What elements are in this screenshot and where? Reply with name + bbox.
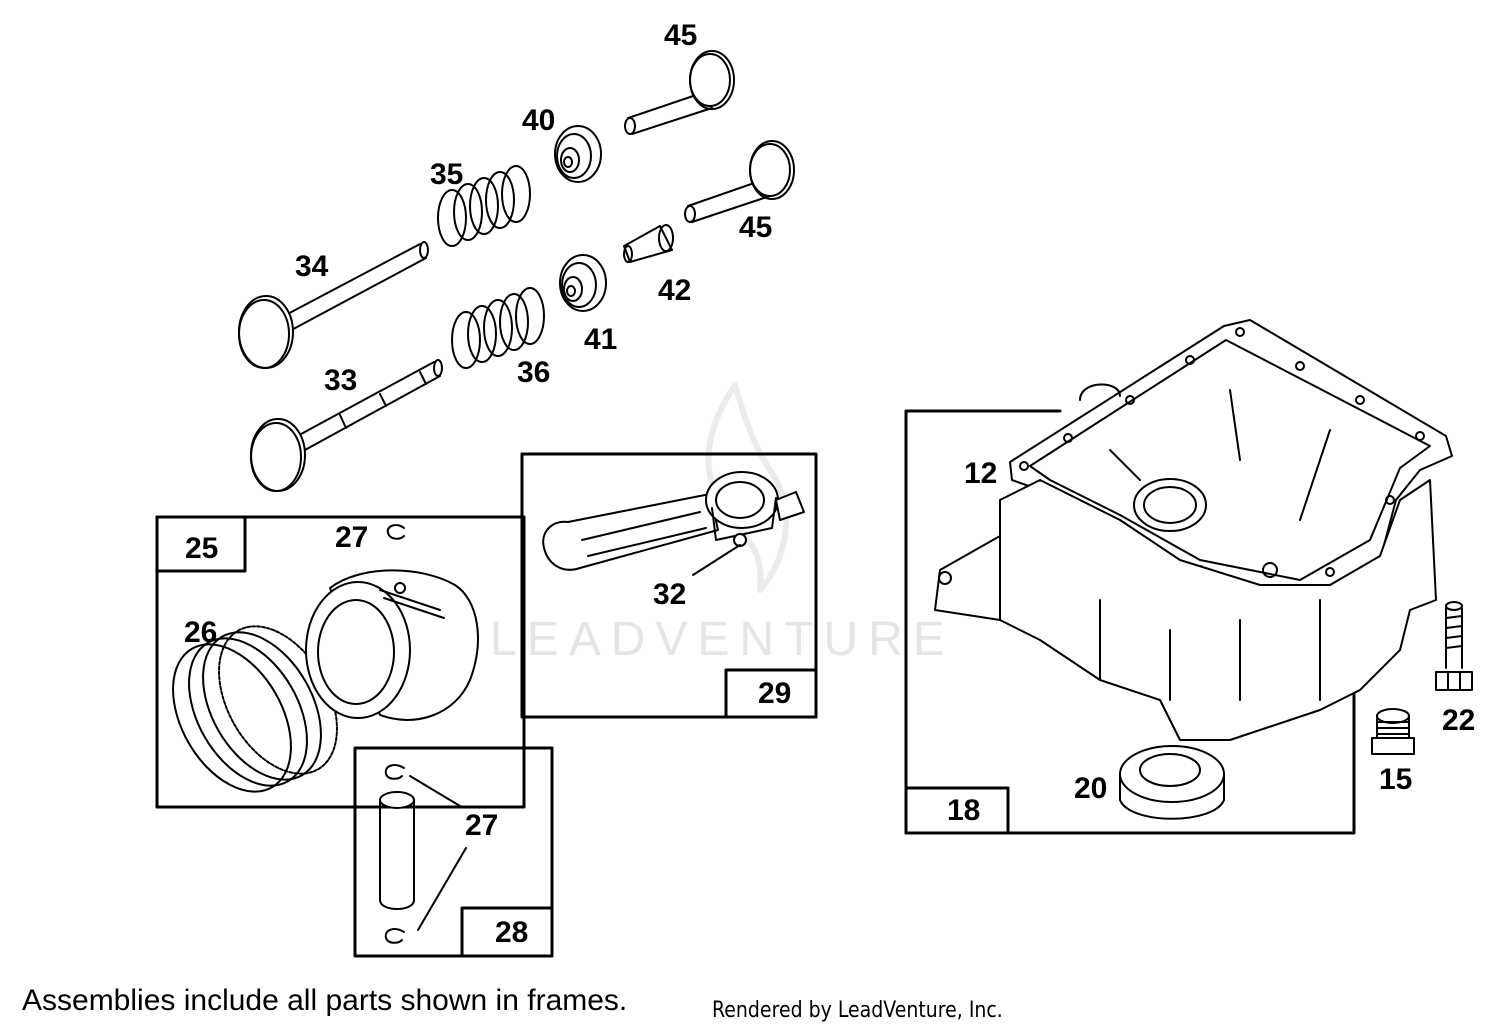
valve-keeper-42: [623, 224, 674, 263]
callout-36: 36: [517, 356, 551, 389]
valve-retainer-41: [559, 254, 607, 312]
valve-spring-36: [451, 287, 545, 369]
callout-25: 25: [185, 532, 219, 565]
valve-spring-35: [437, 165, 531, 247]
rendered-by-credit: Rendered by LeadVenture, Inc.: [712, 998, 1003, 1023]
callout-22: 22: [1442, 704, 1476, 737]
piston-pin-clip-27: [386, 524, 405, 540]
tappet-upper-45: [624, 50, 735, 135]
callout-20: 20: [1074, 772, 1108, 805]
frame-18: [904, 409, 1356, 835]
callout-29: 29: [758, 677, 792, 710]
callout-27-bottom: 27: [465, 809, 499, 842]
bolt-22: [1435, 601, 1473, 691]
sump-body: [934, 383, 1437, 741]
callout-41: 41: [584, 323, 618, 356]
callout-32: 32: [653, 578, 687, 611]
callout-12: 12: [964, 457, 998, 490]
intake-valve-34: [238, 241, 429, 369]
exhaust-valve-33: [250, 359, 443, 492]
assemblies-note: Assemblies include all parts shown in fr…: [22, 984, 628, 1017]
piston-pin: [379, 764, 467, 944]
callout-15: 15: [1379, 763, 1413, 796]
frame-28: [353, 746, 554, 958]
callout-33: 33: [324, 364, 358, 397]
frame-25: [155, 515, 526, 809]
callout-18: 18: [947, 794, 981, 827]
drain-plug-15: [1371, 708, 1415, 755]
frame-29: [520, 452, 818, 719]
tappet-lower-45: [684, 140, 795, 223]
callout-35: 35: [430, 158, 464, 191]
oil-seal-20: [1119, 745, 1225, 820]
valve-retainer-40: [554, 125, 602, 183]
callout-34: 34: [295, 250, 329, 283]
callout-42: 42: [658, 274, 692, 307]
piston-body: [305, 569, 479, 721]
callout-26: 26: [184, 616, 218, 649]
watermark-text: LEADVENTURE: [490, 613, 955, 666]
callout-45-lower: 45: [739, 211, 773, 244]
callout-40: 40: [522, 104, 556, 137]
callout-28: 28: [495, 916, 529, 949]
callout-27-top: 27: [335, 521, 369, 554]
callout-45-upper: 45: [664, 19, 698, 52]
connecting-rod: [542, 471, 805, 576]
